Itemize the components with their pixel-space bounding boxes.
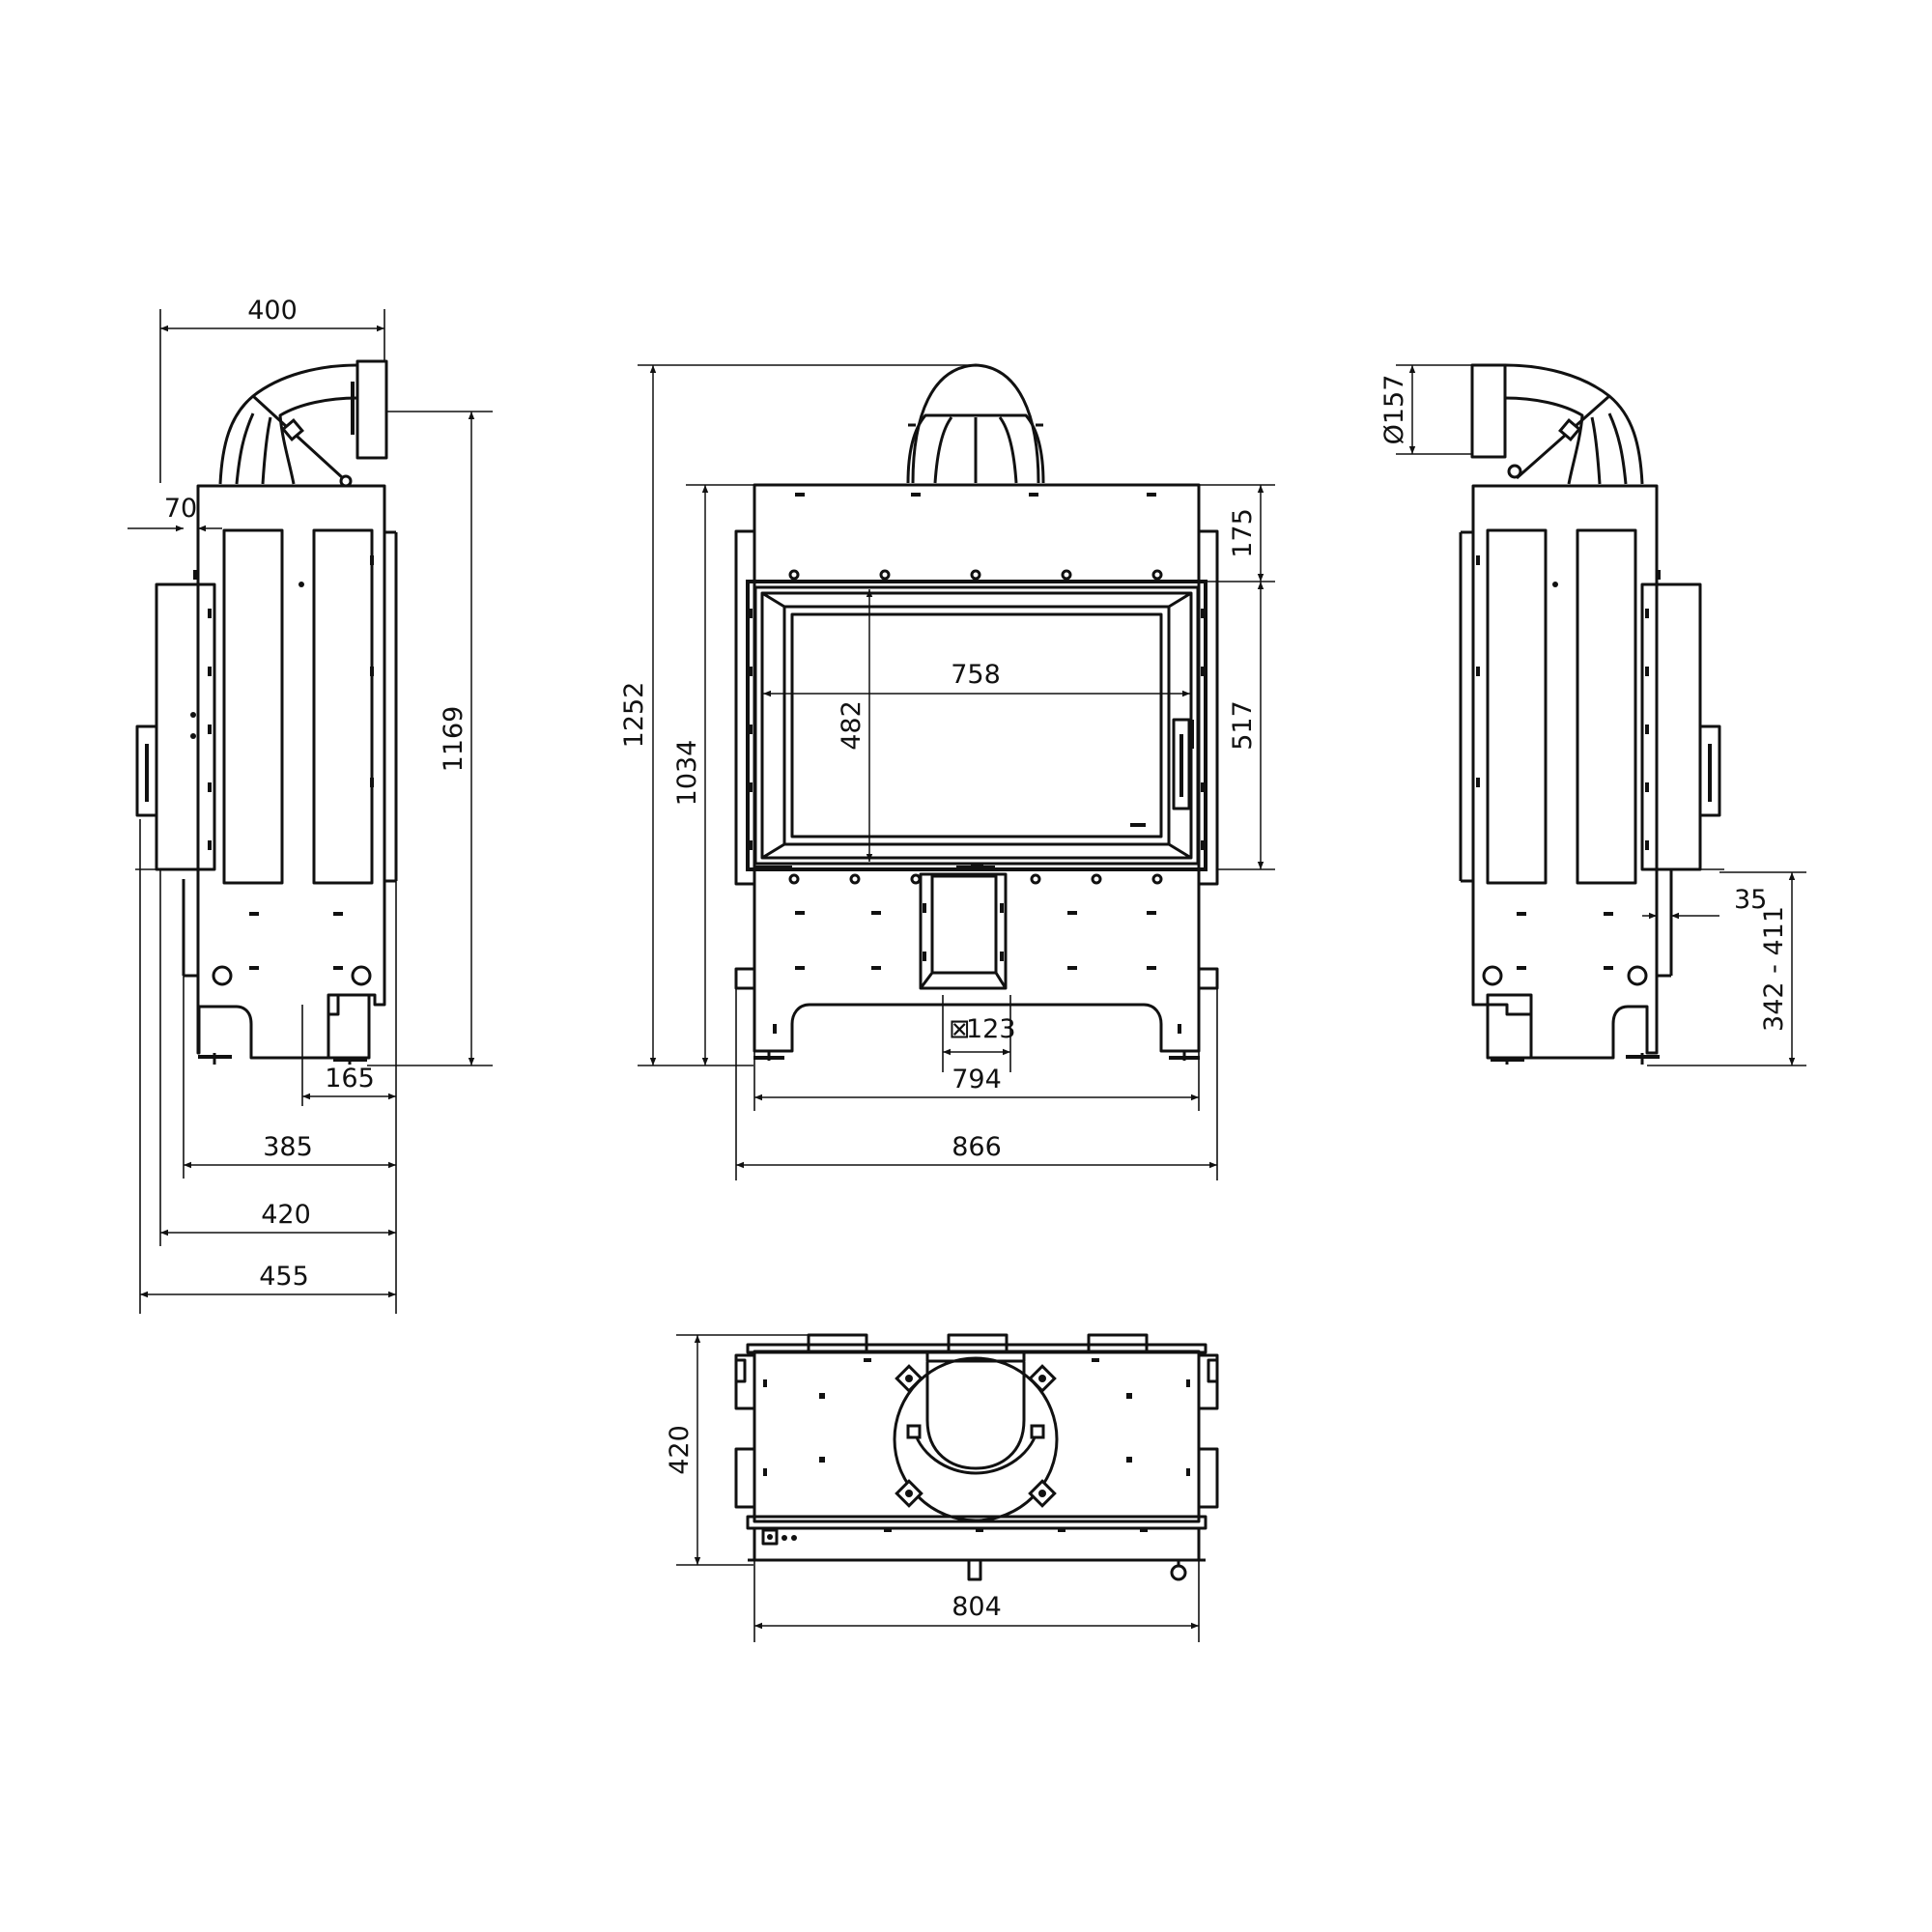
dim-front-air-symbol: ⊠ [949, 1014, 971, 1044]
front-view [734, 363, 1219, 1061]
right-flue-elbow [1470, 363, 1644, 485]
front-base [734, 872, 1219, 1061]
front-door [746, 569, 1208, 885]
dim-front-794: 794 [952, 1065, 1002, 1094]
dim-right-35: 35 [1734, 885, 1767, 915]
dim-right-diameter-157: Ø157 [1379, 375, 1409, 445]
top-flange-bolts [895, 1364, 1057, 1508]
left-dimensions: 400 70 1169 165 385 420 455 [128, 296, 493, 1314]
top-flue-ring [893, 1350, 1059, 1522]
dim-left-height-1169: 1169 [439, 706, 469, 773]
dim-top-420: 420 [665, 1425, 695, 1475]
dim-right-342-411: 342 - 411 [1759, 906, 1789, 1032]
dim-left-offset-70: 70 [164, 494, 197, 524]
front-flue-dome [906, 363, 1045, 484]
dim-left-165: 165 [325, 1064, 375, 1094]
dim-left-420: 420 [261, 1200, 311, 1230]
dim-left-width-400: 400 [247, 296, 298, 326]
top-view [734, 1333, 1219, 1581]
right-dimensions: Ø157 35 342 - 411 [1379, 364, 1806, 1066]
dim-front-175: 175 [1228, 508, 1258, 558]
dim-top-804: 804 [952, 1592, 1002, 1622]
front-dimensions: 1252 1034 175 517 758 482 ⊠ 123 794 866 [619, 364, 1275, 1180]
dim-left-455: 455 [259, 1262, 309, 1292]
top-dimensions: 420 804 [665, 1334, 1200, 1642]
dim-front-123: 123 [966, 1014, 1016, 1044]
dim-front-1252: 1252 [619, 682, 649, 749]
dim-front-866: 866 [952, 1132, 1002, 1162]
dim-front-482: 482 [837, 700, 867, 751]
right-side-view [1459, 363, 1724, 1065]
dim-front-1034: 1034 [672, 740, 702, 807]
left-flue-elbow [218, 359, 388, 488]
dim-front-758: 758 [951, 660, 1001, 690]
dim-front-517: 517 [1228, 700, 1258, 751]
left-main-body [135, 484, 398, 1065]
left-side-view [135, 359, 398, 1065]
dim-left-385: 385 [263, 1132, 313, 1162]
right-main-body [1459, 484, 1724, 1065]
